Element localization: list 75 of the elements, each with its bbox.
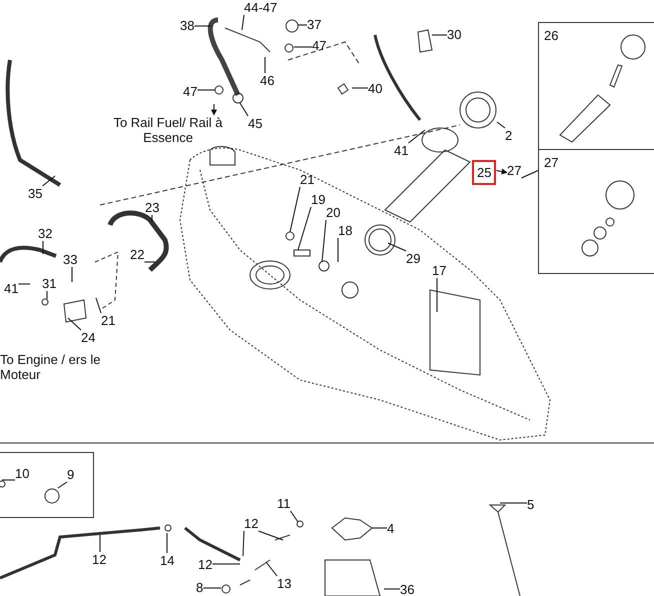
callout-number: 12 (244, 516, 258, 531)
callout-number: 27 (507, 163, 522, 178)
callout-number: 29 (406, 251, 420, 266)
leader-line (290, 510, 298, 522)
detail-panel (0, 452, 94, 518)
leader-line (240, 102, 248, 116)
callout-number: 18 (338, 223, 352, 238)
callout-number: 46 (260, 73, 274, 88)
callout-number: 14 (160, 553, 174, 568)
arrow (211, 104, 217, 116)
callout-number: 30 (447, 27, 462, 42)
callout-number: 41 (4, 281, 18, 296)
callout-number: 26 (544, 28, 558, 43)
leader-line (520, 170, 538, 178)
leader-line (298, 206, 312, 250)
callout-number: 38 (180, 18, 194, 33)
leader-line (242, 530, 244, 556)
leader-line (258, 530, 284, 540)
callout-number: 45 (248, 116, 262, 131)
callout-number: 4 (387, 521, 394, 536)
leader-line (384, 588, 400, 590)
leader-line (294, 46, 312, 48)
leader-line (58, 482, 68, 488)
callout-number: 27 (544, 155, 558, 170)
leader-line (408, 130, 426, 144)
leader-line (96, 298, 102, 314)
leader-line (46, 290, 48, 300)
leader-line (298, 24, 308, 26)
callout-number: 9 (67, 467, 74, 482)
callout-number: 20 (326, 205, 340, 220)
detail-panel (538, 22, 654, 150)
callout-number: 12 (198, 557, 212, 572)
callout-number: 2 (505, 128, 512, 143)
leader-line (166, 532, 168, 554)
detail-panel (538, 149, 654, 274)
callout-number: 21 (300, 172, 314, 187)
callout-number: 19 (311, 192, 326, 207)
callout-number: 10 (15, 466, 30, 481)
callout-number: 41 (394, 143, 408, 158)
leader-line (432, 34, 448, 36)
callout-number: 17 (432, 263, 446, 278)
callout-number: 23 (145, 200, 160, 215)
callout-number: 40 (368, 81, 382, 96)
callout-number: 21 (101, 313, 116, 328)
callout-number: 36 (400, 582, 414, 596)
callout-number: 44-47 (244, 0, 278, 15)
callout-number: 33 (63, 252, 78, 267)
callout-number: 35 (28, 186, 42, 201)
callout-number: 8 (196, 580, 204, 595)
callout-number: 11 (277, 496, 290, 511)
callout-number: 24 (81, 330, 96, 345)
leader-line (242, 14, 244, 30)
highlighted-callout-number: 25 (472, 160, 496, 185)
leader-line (42, 176, 56, 186)
leader-line (322, 220, 326, 262)
leader-line (388, 242, 406, 252)
callout-number: 12 (92, 552, 106, 567)
leader-line (496, 122, 506, 128)
callout-number: 37 (307, 17, 322, 32)
callout-number: 31 (42, 276, 56, 291)
leader-line (42, 240, 44, 254)
callout-number: 47 (312, 38, 326, 53)
callout-number: 47 (183, 84, 198, 99)
callout-number: 32 (38, 226, 52, 241)
leader-line (264, 56, 266, 74)
leader-line (68, 318, 82, 330)
callout-number: 13 (277, 576, 292, 591)
leader-line (500, 502, 528, 504)
leader-line (290, 186, 300, 232)
flow-note: To Rail Fuel/ Rail à Essence (112, 115, 224, 145)
arrow (496, 168, 508, 174)
leader-line (266, 562, 278, 576)
flow-note: To Engine / ers le Moteur (0, 352, 102, 382)
callout-number: 22 (130, 247, 144, 262)
callout-number: 5 (527, 497, 534, 512)
